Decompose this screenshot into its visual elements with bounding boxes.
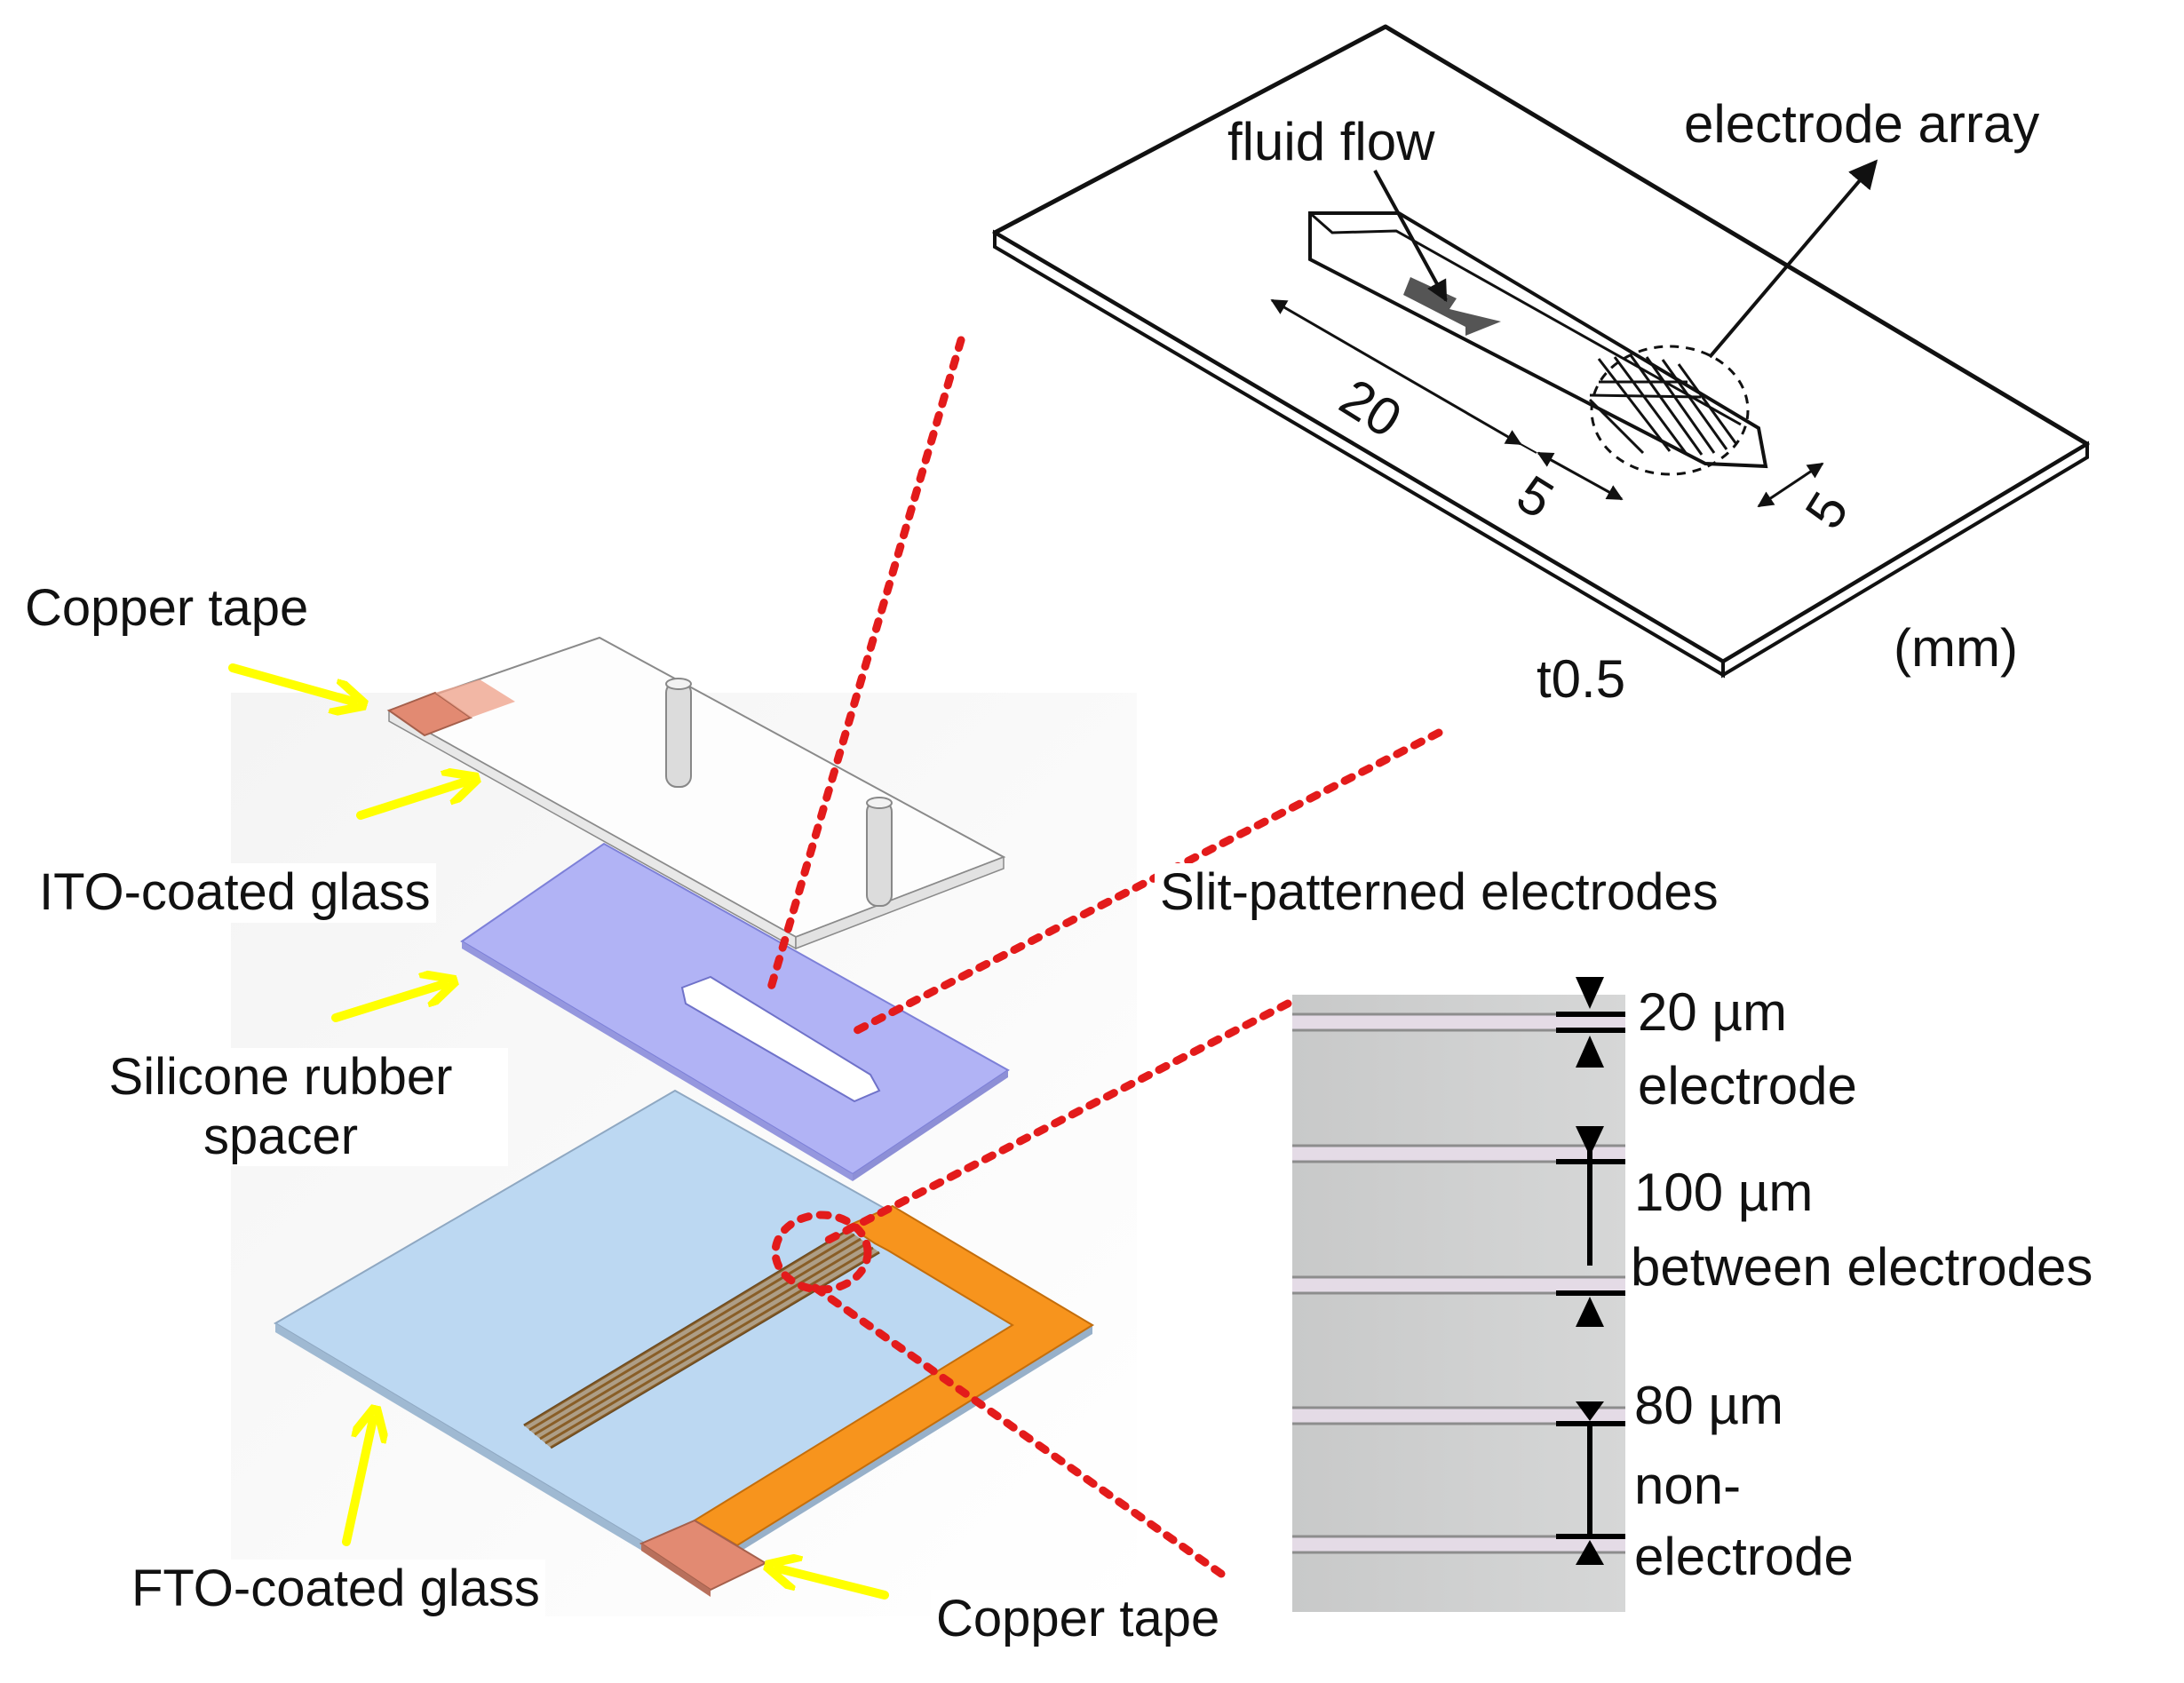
arrow-copper-bottom bbox=[778, 1568, 889, 1600]
arrow-copper-top bbox=[228, 663, 353, 702]
fluid-flow-pointer bbox=[1373, 170, 1448, 303]
label-thickness: t0.5 bbox=[1537, 649, 1626, 709]
electrode-array-hatch bbox=[1588, 354, 1738, 456]
callout-micro-bottom bbox=[811, 1283, 1226, 1578]
arrow-ito bbox=[356, 782, 466, 820]
callout-lines bbox=[766, 336, 1443, 1578]
yellow-arrows bbox=[228, 663, 889, 1600]
callout-micro-top bbox=[817, 999, 1292, 1248]
callout-device-left bbox=[766, 336, 965, 992]
label-electrode-width-desc: electrode bbox=[1638, 1056, 1857, 1115]
spacer-slit bbox=[680, 975, 881, 1103]
callout-ellipse bbox=[771, 1211, 872, 1294]
label-micrograph-title: Slit-patterned electrodes bbox=[1155, 863, 1724, 923]
micrograph bbox=[1292, 977, 1625, 1612]
label-non-electrode-desc-1: non- bbox=[1634, 1456, 1742, 1515]
label-ito-glass: ITO-coated glass bbox=[34, 863, 436, 923]
label-spacing-desc: between electrodes bbox=[1631, 1237, 2093, 1297]
label-fto-glass: FTO-coated glass bbox=[126, 1560, 545, 1619]
ito-glass-layer bbox=[386, 636, 1006, 950]
label-copper-tape-top: Copper tape bbox=[20, 579, 314, 639]
label-fluid-flow: fluid flow bbox=[1227, 112, 1435, 171]
inlet-pin bbox=[665, 681, 692, 788]
label-silicone-spacer: Silicone rubber spacer bbox=[53, 1048, 508, 1167]
electrode-array-pointer bbox=[1708, 159, 1878, 359]
micrograph-image bbox=[1292, 995, 1625, 1612]
dim-20-arrow bbox=[1270, 298, 1522, 446]
callout-device-right bbox=[853, 728, 1443, 1035]
micrograph-dimensions bbox=[1556, 977, 1625, 1565]
dim-5-arrow-a bbox=[1537, 451, 1624, 501]
arrow-spacer bbox=[331, 984, 444, 1022]
label-silicone-spacer-line1: Silicone rubber bbox=[108, 1048, 453, 1106]
outlet-pin bbox=[866, 800, 893, 907]
label-spacing: 100 µm bbox=[1634, 1163, 1814, 1222]
label-copper-tape-bottom: Copper tape bbox=[931, 1590, 1226, 1649]
arrow-fto bbox=[342, 1419, 373, 1546]
label-non-electrode: 80 µm bbox=[1634, 1376, 1783, 1435]
label-non-electrode-desc-2: electrode bbox=[1634, 1527, 1854, 1586]
dim-5-arrow-b bbox=[1757, 462, 1824, 508]
label-unit: (mm) bbox=[1894, 618, 2018, 678]
label-electrode-array: electrode array bbox=[1684, 94, 2040, 154]
device-plate bbox=[992, 24, 2090, 679]
silicone-spacer-layer bbox=[460, 842, 1010, 1181]
electrode-array-circle bbox=[1590, 345, 1750, 476]
label-electrode-width: 20 µm bbox=[1638, 982, 1787, 1042]
label-silicone-spacer-line2: spacer bbox=[203, 1107, 359, 1165]
